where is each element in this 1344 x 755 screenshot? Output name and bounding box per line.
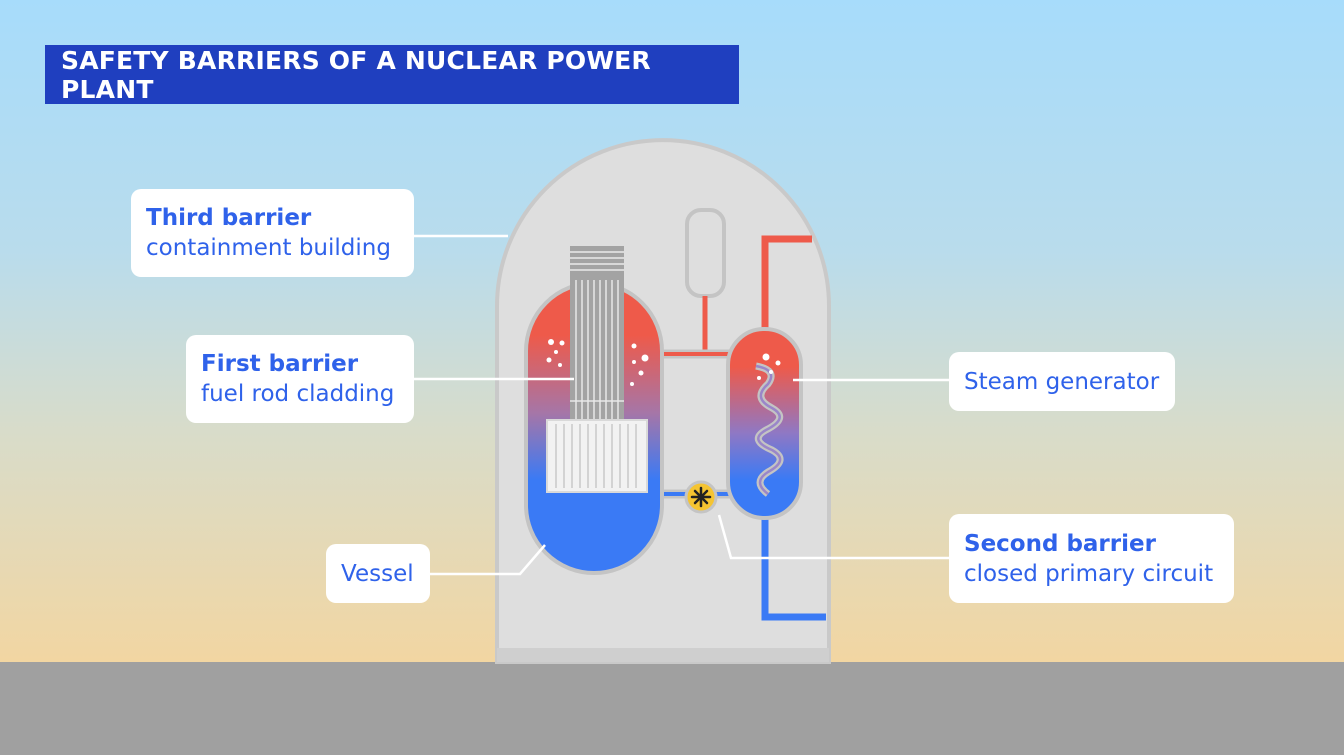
second-barrier-detail: closed primary circuit xyxy=(964,560,1214,587)
steam-bubbles xyxy=(757,353,781,380)
pump-icon xyxy=(684,480,718,514)
ground xyxy=(0,662,1344,755)
steam-line xyxy=(761,235,812,332)
third-barrier-heading: Third barrier xyxy=(146,205,312,231)
pressurizer xyxy=(685,208,726,298)
label-steam-generator: Steam generator xyxy=(949,352,1175,411)
label-second-barrier: Second barrier closed primary circuit xyxy=(949,514,1234,603)
first-barrier-detail: fuel rod cladding xyxy=(201,381,395,407)
first-barrier-heading: First barrier xyxy=(201,351,359,377)
steam-generator-label: Steam generator xyxy=(964,368,1160,395)
second-barrier-heading: Second barrier xyxy=(964,530,1156,557)
vessel-bubbles xyxy=(546,339,649,386)
third-barrier-detail: containment building xyxy=(146,235,391,261)
vessel-label: Vessel xyxy=(341,560,414,587)
steam-generator xyxy=(726,327,803,520)
page-title: SAFETY BARRIERS OF A NUCLEAR POWER PLANT xyxy=(61,45,651,104)
containment-base xyxy=(497,648,829,662)
fuel-rods xyxy=(570,246,624,420)
leader-lines xyxy=(414,234,949,576)
label-vessel: Vessel xyxy=(326,544,430,603)
label-third-barrier: Third barrier containment building xyxy=(131,189,414,277)
feedwater-line xyxy=(761,516,826,621)
title-banner: SAFETY BARRIERS OF A NUCLEAR POWER PLANT xyxy=(45,45,739,104)
reactor-core xyxy=(546,419,648,493)
label-first-barrier: First barrier fuel rod cladding xyxy=(186,335,414,423)
